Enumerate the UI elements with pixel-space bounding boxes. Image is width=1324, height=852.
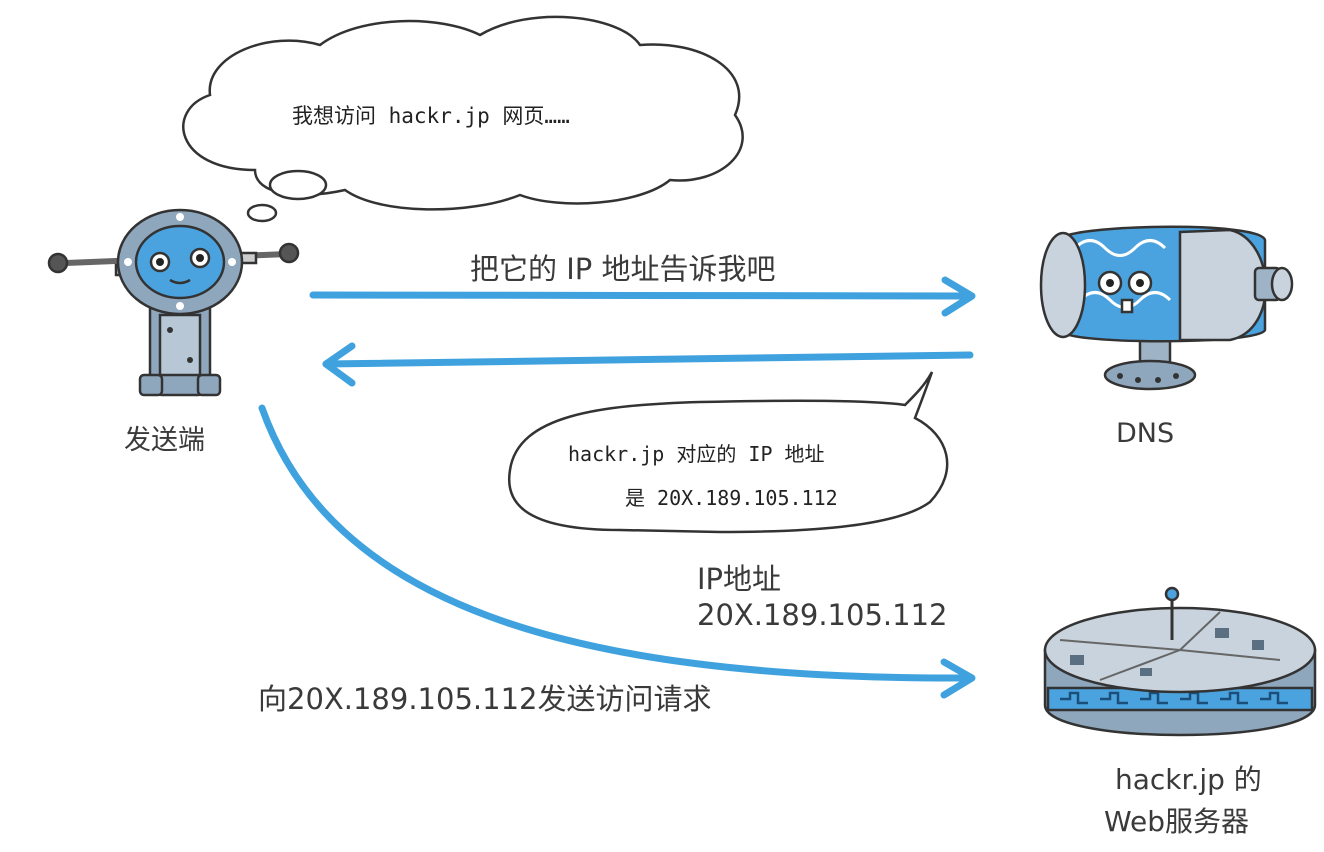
- reply-bubble-line2: 是 20X.189.105.112: [625, 486, 838, 510]
- sender-label: 发送端: [124, 425, 205, 456]
- reply-speech-bubble: [507, 371, 949, 534]
- web-server-icon: [1043, 586, 1317, 737]
- request-arrow: [258, 404, 976, 699]
- ip-label-line1: IP地址: [697, 562, 782, 596]
- query-label: 把它的 IP 地址告诉我吧: [470, 252, 776, 286]
- thought-text: 我想访问 hackr.jp 网页……: [292, 104, 570, 128]
- ip-label-line2: 20X.189.105.112: [697, 598, 948, 632]
- server-label-line1: hackr.jp 的: [1115, 763, 1262, 796]
- robot-sender-icon: [47, 208, 300, 397]
- reply-bubble-line1: hackr.jp 对应的 IP 地址: [568, 442, 825, 466]
- dns-server-icon: [1039, 225, 1294, 391]
- reply-arrow: [322, 342, 974, 387]
- thought-bubble: [182, 15, 744, 223]
- server-label-line2: Web服务器: [1104, 805, 1250, 838]
- request-label: 向20X.189.105.112发送访问请求: [258, 682, 712, 716]
- dns-label: DNS: [1116, 418, 1175, 449]
- query-arrow: [309, 276, 976, 317]
